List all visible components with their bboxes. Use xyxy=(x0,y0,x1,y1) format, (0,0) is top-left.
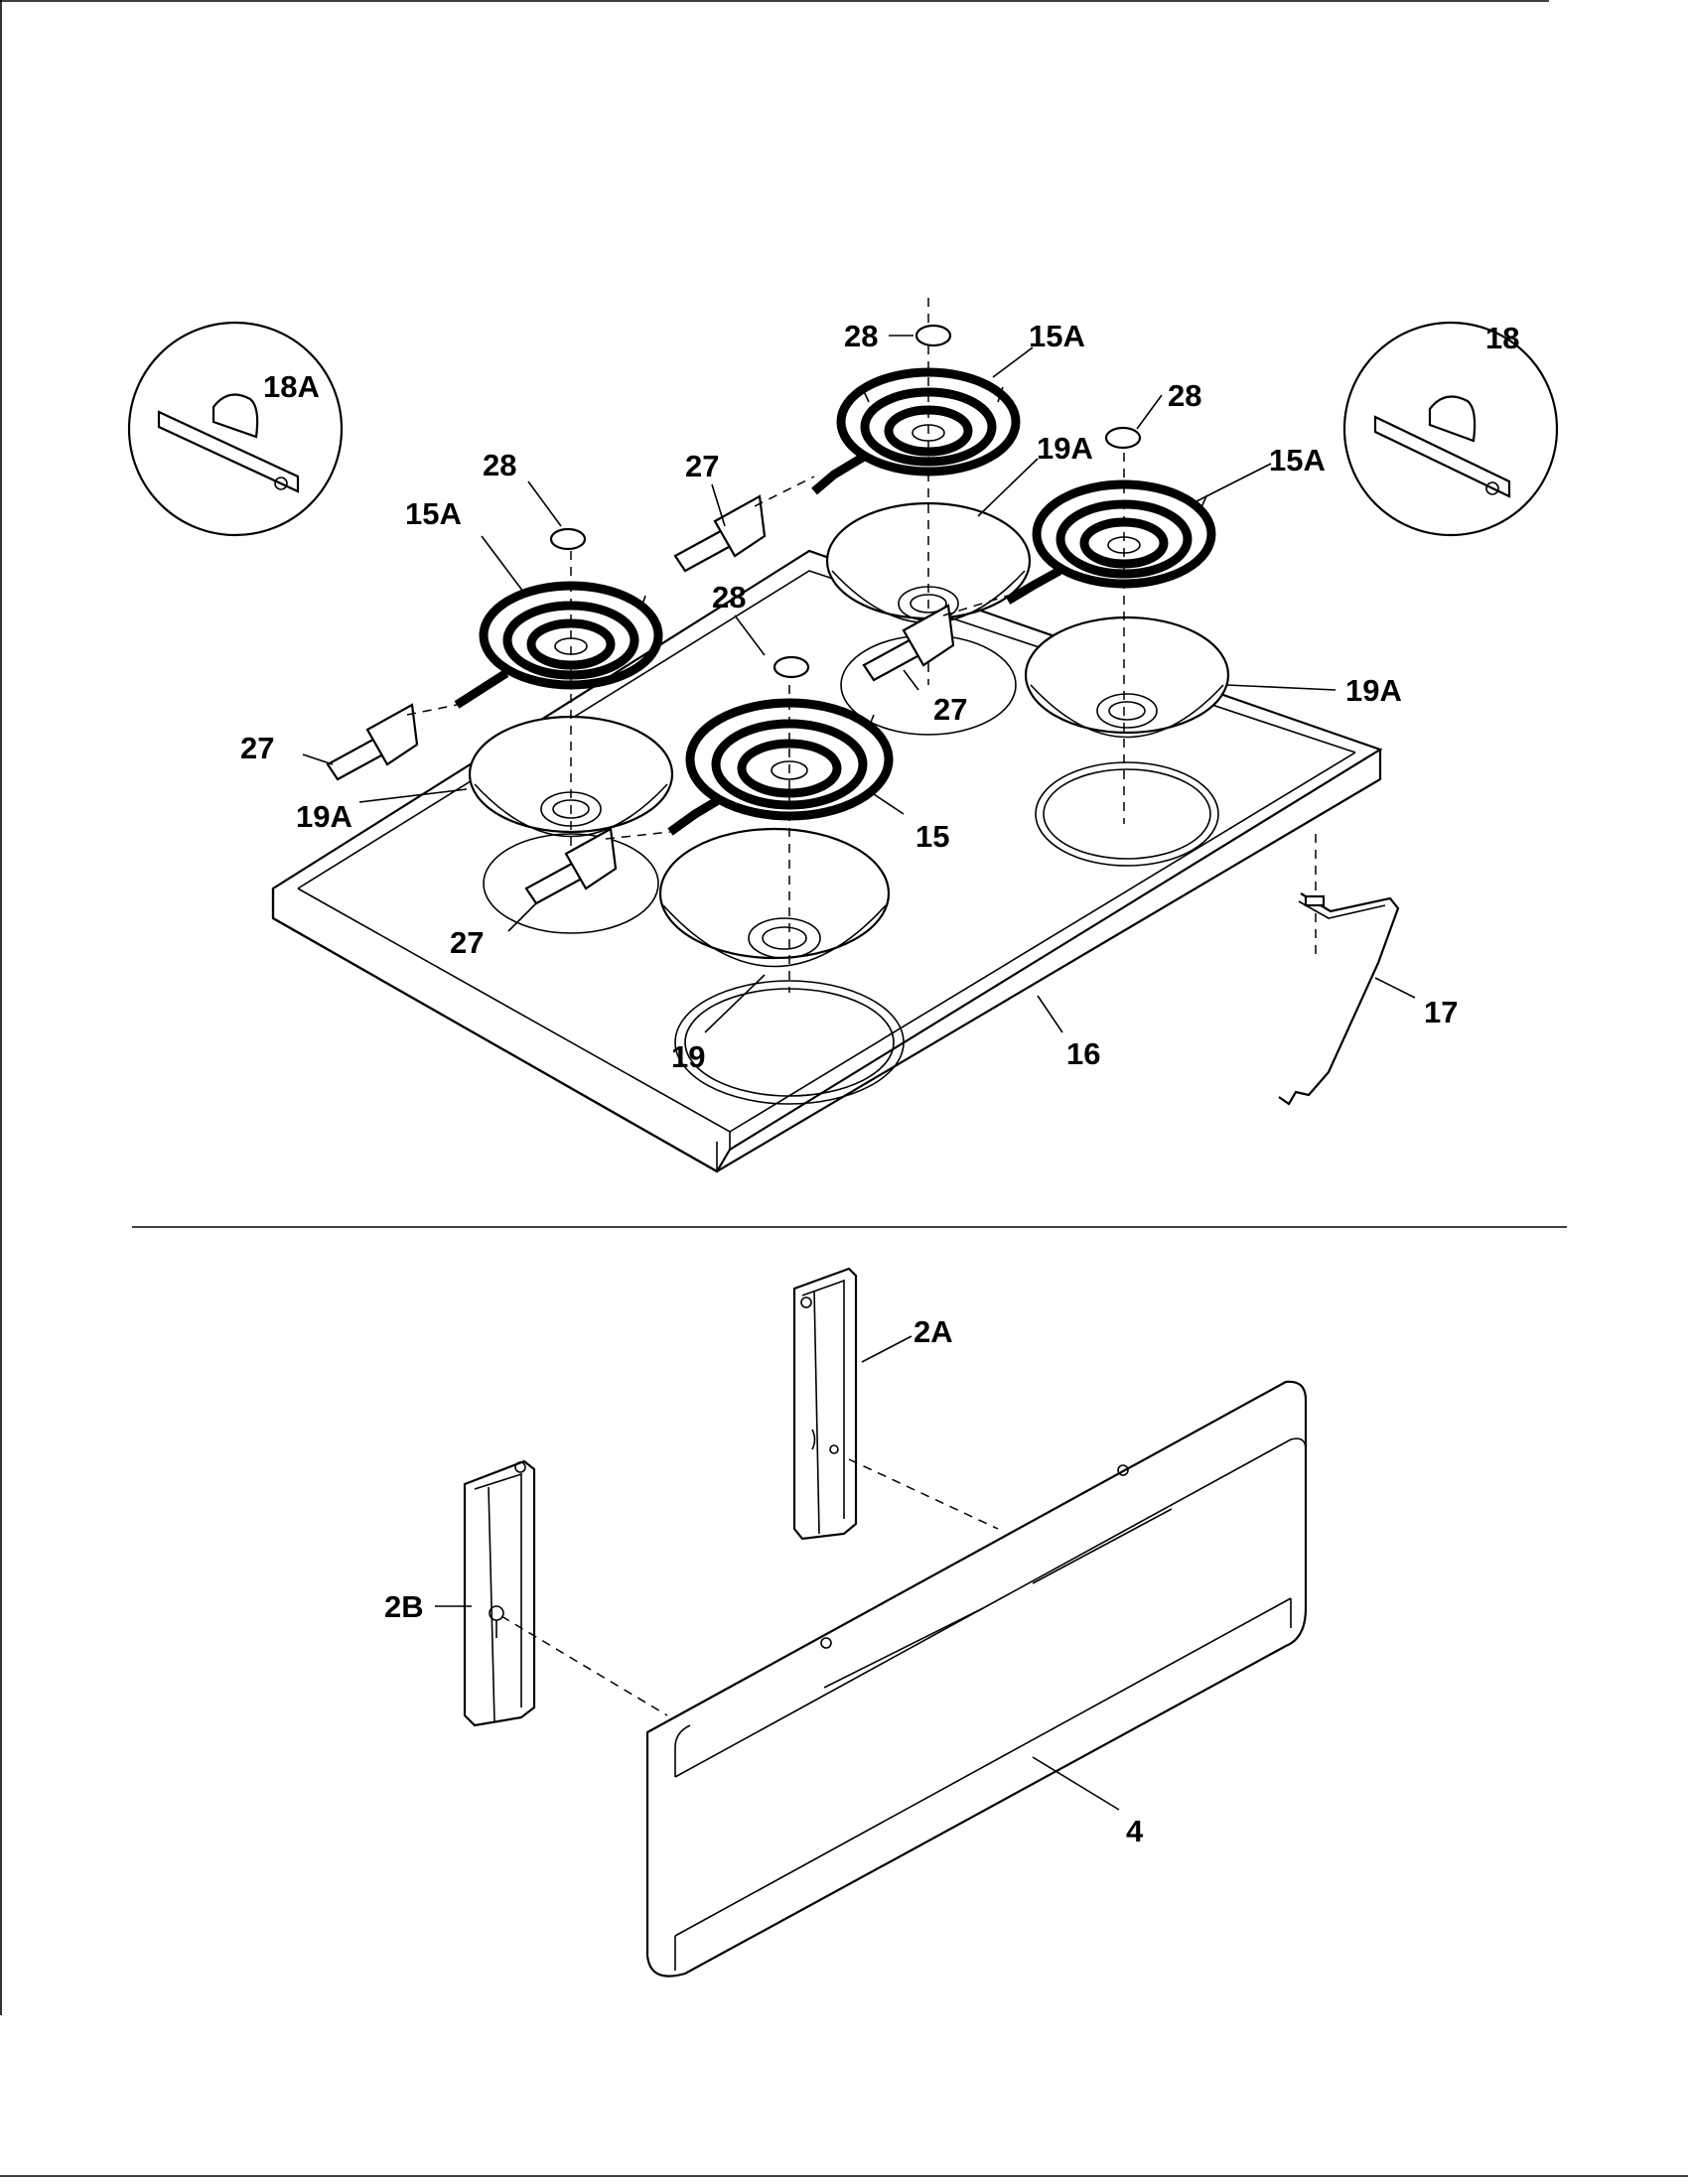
cap-28-right xyxy=(1104,426,1142,450)
rear-right-hole xyxy=(1035,761,1219,867)
callout-15a-left: 15A xyxy=(405,496,462,531)
front-right-hole xyxy=(674,980,905,1105)
callout-2a: 2A xyxy=(914,1314,953,1349)
callout-15a-right: 15A xyxy=(1269,443,1326,478)
receptacle-27-right xyxy=(862,595,1009,682)
element-15a-top xyxy=(811,367,1021,495)
cooktop-assembly: 28 15A 28 18 18A 28 27 19A 15A 15A 28 27… xyxy=(127,298,1559,1173)
receptacle-27-left xyxy=(326,703,458,781)
callout-28-top: 28 xyxy=(844,319,878,353)
callout-28-left: 28 xyxy=(483,448,516,482)
front-left-hole xyxy=(483,833,659,934)
callout-16: 16 xyxy=(1066,1036,1100,1071)
callout-2b: 2B xyxy=(384,1589,424,1624)
callout-19a-left: 19A xyxy=(296,799,352,834)
cap-28-top xyxy=(914,324,952,347)
callout-19: 19 xyxy=(671,1039,705,1074)
callout-28-right: 28 xyxy=(1168,378,1201,413)
detail-18 xyxy=(1342,321,1559,537)
callout-4: 4 xyxy=(1126,1814,1144,1848)
wire-17 xyxy=(1278,892,1400,1106)
receptacle-27-bottom xyxy=(524,827,671,905)
element-15a-right xyxy=(1005,479,1216,605)
drip-bowl-rear-right xyxy=(1024,615,1230,739)
detail-18a xyxy=(127,321,344,537)
callout-19a-top: 19A xyxy=(1037,431,1093,466)
callout-15: 15 xyxy=(915,819,949,854)
callout-17: 17 xyxy=(1424,995,1458,1029)
cap-28-left xyxy=(549,527,587,551)
callout-27-right: 27 xyxy=(933,692,967,727)
backguard-assembly: 2A 2B 4 xyxy=(384,1267,1308,1978)
align-2a xyxy=(848,1458,999,1530)
drip-bowl-front-right xyxy=(658,827,891,968)
cap-28-center xyxy=(773,655,810,679)
callout-18: 18 xyxy=(1485,321,1519,355)
element-15-front xyxy=(667,698,894,836)
callout-15a-top: 15A xyxy=(1029,319,1085,353)
callout-27-left: 27 xyxy=(240,731,274,765)
leader-lines xyxy=(302,335,1416,1033)
bracket-2b xyxy=(463,1459,536,1727)
element-15a-left xyxy=(454,581,663,709)
bracket-2a xyxy=(792,1267,858,1541)
callout-19a-right: 19A xyxy=(1345,673,1402,708)
callout-28-center: 28 xyxy=(712,580,746,614)
callout-18a: 18A xyxy=(263,369,320,404)
align-2b xyxy=(500,1615,668,1716)
callout-27-top: 27 xyxy=(685,449,719,483)
receptacle-27-top xyxy=(673,476,815,573)
backguard-panel-4 xyxy=(645,1380,1308,1978)
callout-27-bottom: 27 xyxy=(450,925,484,960)
